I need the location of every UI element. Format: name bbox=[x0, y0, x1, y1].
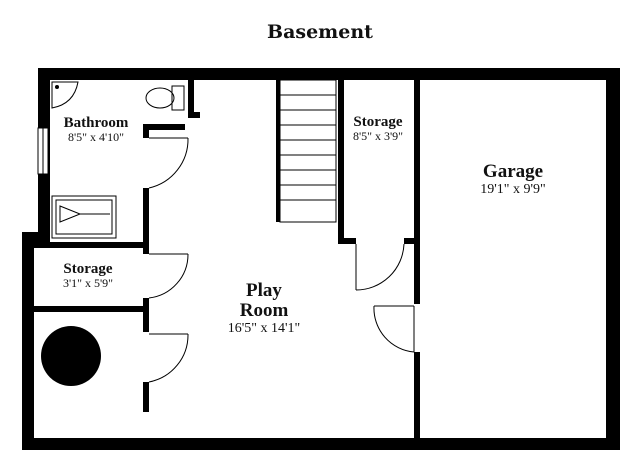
room-dims: 16'5" x 14'1" bbox=[228, 321, 300, 336]
room-dims: 19'1" x 9'9" bbox=[480, 182, 545, 197]
water-heater-icon bbox=[41, 326, 101, 386]
room-garage: Garage 19'1" x 9'9" bbox=[480, 161, 545, 197]
staircase bbox=[276, 79, 337, 223]
bathroom-fixtures bbox=[37, 81, 185, 239]
room-name: Garage bbox=[483, 161, 543, 182]
room-bathroom: Bathroom 8'5" x 4'10" bbox=[64, 115, 129, 144]
room-storage-left: Storage 3'1" x 5'9" bbox=[63, 261, 113, 290]
room-name: Storage bbox=[63, 261, 112, 277]
room-name: Storage bbox=[353, 114, 402, 130]
plan-title: Basement bbox=[267, 21, 373, 43]
toilet-icon bbox=[145, 85, 185, 111]
room-dims: 8'5" x 4'10" bbox=[68, 130, 124, 144]
shower-icon bbox=[51, 195, 117, 239]
room-name-line1: Play bbox=[246, 280, 282, 301]
room-name-line2: Room bbox=[240, 300, 289, 321]
room-dims: 8'5" x 3'9" bbox=[353, 129, 403, 143]
room-name: Bathroom bbox=[64, 115, 129, 131]
sink-icon bbox=[51, 81, 79, 109]
room-storage-upper: Storage 8'5" x 3'9" bbox=[353, 114, 403, 143]
door-swings bbox=[148, 137, 415, 383]
interior-walls bbox=[34, 80, 420, 440]
room-play-room: Play Room 16'5" x 14'1" bbox=[228, 280, 300, 336]
room-dims: 3'1" x 5'9" bbox=[63, 276, 113, 290]
